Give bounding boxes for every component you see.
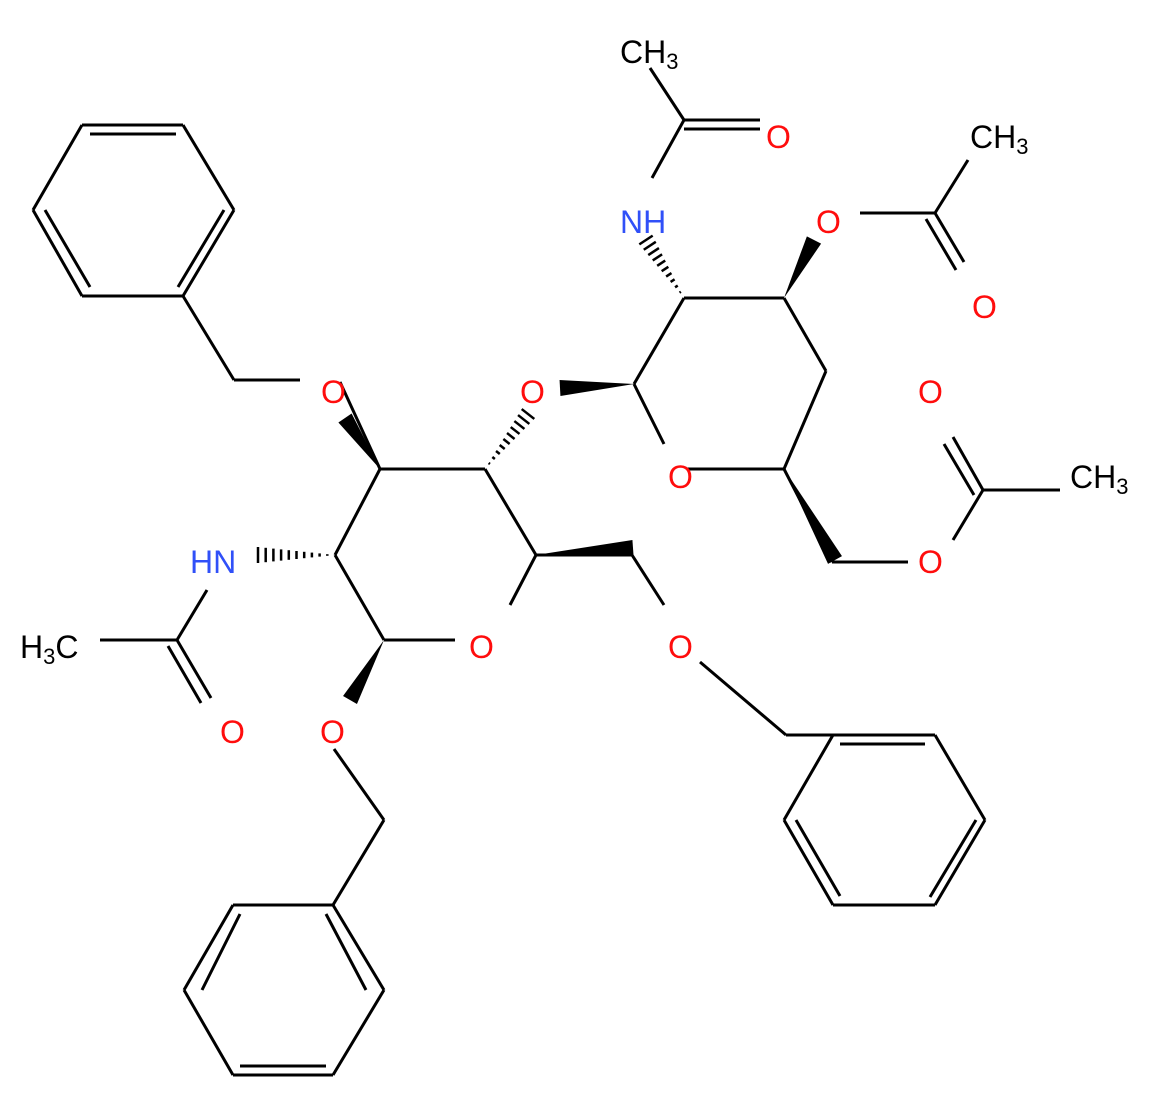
atom-label-o-amide-bottom: O (220, 714, 245, 750)
hash-wedge-line (678, 290, 682, 294)
bond (43, 209, 92, 288)
solid-wedge-bond (559, 380, 634, 396)
bond-lines (31, 67, 1060, 1077)
bond (181, 209, 236, 297)
atom-label-o-benzyloxy-3: O (321, 374, 346, 410)
bond (331, 904, 386, 991)
hash-wedge-line (643, 240, 657, 251)
atom-label-o-ester-6: O (918, 544, 943, 580)
hash-wedge-line (491, 456, 496, 460)
atom-label-ch3-right-bottom: CH3 (1070, 459, 1128, 499)
bond (630, 554, 666, 606)
bond (632, 383, 666, 445)
bond (508, 554, 538, 606)
solid-wedge-bond (536, 540, 634, 556)
bond (31, 209, 84, 297)
bond (332, 748, 386, 821)
bond (331, 989, 386, 1076)
bond (176, 209, 226, 288)
bond (483, 468, 538, 556)
bond (782, 819, 835, 906)
hash-wedge-line (520, 408, 536, 420)
atom-label-ch3-right-top: CH3 (970, 119, 1028, 159)
bond (650, 119, 686, 179)
hash-wedge-line (665, 272, 673, 278)
solid-wedge-bond (784, 469, 842, 564)
bond (182, 904, 235, 991)
bond (182, 989, 235, 1076)
atom-label-o-benzyloxy-1: O (320, 714, 345, 750)
hash-wedge-line (647, 247, 660, 257)
atom-label-o-ring-bottom: O (469, 629, 494, 665)
bond (942, 443, 976, 496)
bond (933, 734, 987, 821)
bond (181, 295, 236, 381)
bond (648, 67, 686, 121)
bond (951, 436, 985, 491)
bond (31, 124, 84, 211)
bond (333, 554, 386, 641)
hash-wedge-line (656, 259, 666, 267)
hash-wedge-line (506, 432, 516, 440)
hash-wedge-line (660, 265, 670, 273)
bond (331, 819, 386, 906)
solid-wedge-bond (784, 236, 822, 298)
bond (782, 734, 835, 821)
bond (324, 913, 368, 991)
bond (333, 468, 382, 556)
atom-label-o-benzyloxy-6: O (668, 629, 693, 665)
bond (699, 660, 787, 737)
hash-wedge-line (674, 284, 679, 289)
hash-wedge-line (498, 444, 506, 450)
atom-label-o-glycosidic: O (520, 374, 545, 410)
hash-wedge-line (487, 462, 491, 465)
bond (782, 370, 828, 470)
hash-wedge-line (502, 438, 511, 445)
bond (166, 645, 203, 704)
bond (924, 218, 958, 271)
bond (933, 212, 966, 263)
hash-wedge-line (652, 253, 663, 262)
bond (175, 639, 213, 699)
bond (933, 819, 987, 906)
bond (181, 124, 236, 211)
bond (632, 297, 686, 385)
atom-label-o-carbonyl-right: O (972, 289, 997, 325)
solid-wedge-bond (343, 640, 384, 704)
stereo-wedges (256, 234, 842, 704)
hash-wedge-line (513, 420, 526, 430)
hash-wedge-line (509, 426, 521, 435)
atom-label-nh-top: NH (620, 204, 666, 240)
hash-wedge-line (495, 450, 501, 455)
atom-label-ch3-top: CH3 (620, 34, 678, 74)
bond (794, 819, 842, 897)
solid-wedge-bond (338, 413, 380, 469)
bond (175, 589, 209, 641)
bond (200, 913, 242, 991)
bond (338, 381, 382, 470)
bond (951, 489, 985, 541)
atom-label-o-carbonyl-6: O (918, 374, 943, 410)
hash-wedge-line (517, 414, 531, 425)
bond (928, 819, 978, 898)
atom-label-o-ring-top: O (668, 459, 693, 495)
bond (782, 297, 828, 372)
atom-label-o-amide-top: O (766, 119, 791, 155)
atom-label-hn-bottom: HN (190, 544, 236, 580)
atom-label-o-ester-top: O (816, 204, 841, 240)
hash-wedge-line (669, 278, 676, 283)
bond (933, 159, 970, 214)
atom-label-h3c-left: H3C (20, 629, 78, 669)
hash-wedge-line (638, 234, 654, 246)
